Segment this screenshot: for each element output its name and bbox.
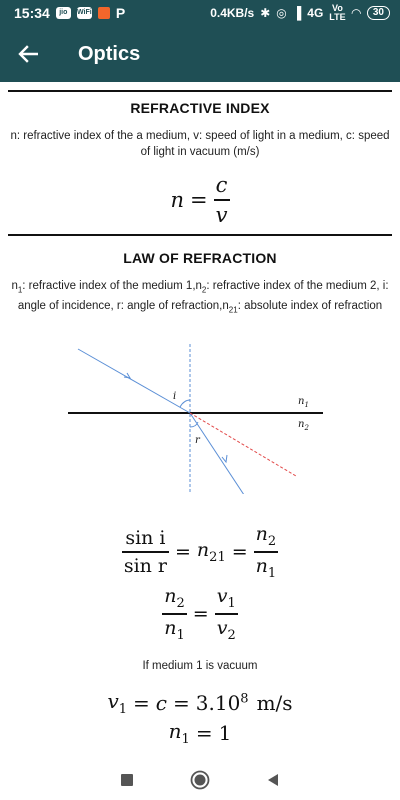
status-time: 15:34 [14, 5, 50, 21]
speed-of-light-formula: v1 = c = 3.108 m/s [107, 689, 293, 717]
refracted-ray [189, 412, 245, 494]
back-button[interactable] [0, 26, 56, 82]
vacuum-note: If medium 1 is vacuum [142, 660, 258, 672]
arrow-left-icon [18, 45, 38, 63]
section-title-refractive-index: REFRACTIVE INDEX [130, 100, 270, 116]
wifi-icon: ◠ [351, 6, 361, 20]
bluetooth-icon: ✱ [260, 6, 271, 20]
page-title: Optics [78, 42, 141, 65]
label-n2: n2 [298, 419, 309, 432]
notification-icon [97, 7, 110, 19]
recents-button[interactable] [107, 760, 147, 800]
system-back-button[interactable] [253, 760, 293, 800]
section-title-law-of-refraction: LAW OF REFRACTION [123, 250, 277, 266]
jio-icon: jio [55, 7, 71, 19]
home-button[interactable] [180, 760, 220, 800]
incident-ray [77, 348, 191, 414]
triangle-icon [268, 774, 279, 786]
snell-law-formula: sin i sin r = n21 = n2 n1 [121, 523, 279, 581]
network-type: 4G [307, 6, 324, 20]
refractive-index-description: n: refractive index of the a medium, v: … [10, 130, 390, 158]
refracted-ray-arrow [221, 454, 228, 464]
divider [8, 234, 392, 236]
label-n1: n1 [298, 396, 309, 409]
content-scroll[interactable]: REFRACTIVE INDEX n: refractive index of … [0, 82, 400, 760]
divider [8, 90, 392, 92]
incident-ray-arrow [123, 372, 131, 379]
parking-icon: P [115, 5, 126, 21]
vacuum-index-formula: n1 = 1 [168, 719, 232, 747]
label-r: r [195, 435, 201, 446]
circle-icon [190, 770, 210, 790]
network-speed: 0.4KB/s [210, 6, 255, 20]
angle-r-arc [189, 421, 199, 428]
battery-icon: 30 [366, 6, 390, 20]
index-velocity-formula: n2 n1 = v1 v2 [162, 585, 238, 643]
status-bar: 15:34 jio WiFi P 0.4KB/s ✱ ◎ ▐ 4G Vo LTE… [0, 0, 400, 26]
extension-line [189, 412, 297, 477]
angle-i-arc [179, 399, 191, 408]
label-i: i [173, 391, 176, 402]
app-bar: Optics [0, 26, 400, 82]
alarm-icon: ◎ [276, 6, 287, 20]
navigation-bar [0, 760, 400, 800]
law-of-refraction-description: n1: refractive index of the medium 1,n2:… [11, 280, 389, 315]
wifi-calling-icon: WiFi [76, 7, 92, 19]
signal-icon: ▐ [292, 6, 302, 20]
volte-icon: Vo LTE [329, 3, 346, 22]
square-icon [120, 774, 133, 786]
refractive-index-formula: n = c v [170, 173, 230, 227]
refraction-diagram: i r n1 n2 [68, 344, 323, 494]
